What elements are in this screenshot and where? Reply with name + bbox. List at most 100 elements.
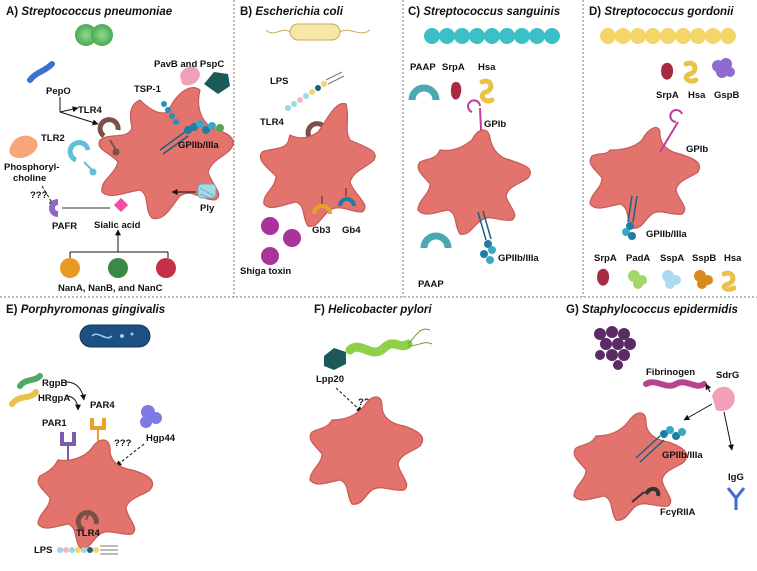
panel-dividers xyxy=(0,0,757,298)
gspb-label: GspB xyxy=(714,90,739,101)
tsp1-beads-icon xyxy=(161,101,179,125)
rod-bacterium-icon-e xyxy=(79,324,151,348)
phosphorylcholine-icon xyxy=(9,135,38,158)
srpa-protein-icon-c xyxy=(450,81,462,100)
platelet-cell-c xyxy=(417,129,531,235)
phosphorylcholine-label-2: choline xyxy=(13,173,46,184)
tlr4-label-e: TLR4 xyxy=(76,528,100,539)
platelet-cell-b xyxy=(259,103,376,227)
sspb-label: SspB xyxy=(692,253,716,264)
panel-b-title: B) Escherichia coli xyxy=(240,6,344,18)
sialic-acid-label: Sialic acid xyxy=(94,220,141,231)
par1-receptor-icon xyxy=(60,432,76,462)
streptococcus-chain-icon-c xyxy=(424,28,560,44)
panel-g: G) Staphylococcus epidermidis Fibrinogen… xyxy=(566,304,746,521)
gpiib-iiia-receptor-icon xyxy=(159,120,224,155)
pavb-pspc-label: PavB and PspC xyxy=(154,59,224,70)
panel-a-title: A) Streptococcus pneumoniae xyxy=(6,6,173,18)
gpib-label-d: GPIb xyxy=(686,144,708,155)
unknown-mark-a: ??? xyxy=(30,190,48,201)
gb3-receptor-icon xyxy=(312,196,332,215)
tlr4-receptor-icon-e xyxy=(75,509,99,533)
tlr2-receptor-icon xyxy=(67,140,97,176)
unknown-mark-e: ??? xyxy=(114,438,132,449)
platelet-cell-e xyxy=(37,439,154,549)
sspa-protein-icon xyxy=(662,270,681,289)
pavb-pspc-icon xyxy=(180,66,230,94)
hsa-label-c: Hsa xyxy=(478,62,496,73)
panel-f: F) Helicobacter pylori Lpp20 ??? xyxy=(309,304,433,505)
lpp20-label: Lpp20 xyxy=(316,374,344,385)
phosphorylcholine-label-1: Phosphoryl- xyxy=(4,162,59,173)
pafr-receptor-icon xyxy=(49,199,59,217)
tlr4-label-b: TLR4 xyxy=(260,117,284,128)
gspb-protein-icon xyxy=(712,58,735,78)
paap-label: PAAP xyxy=(410,62,436,73)
staphylococcus-cluster-icon xyxy=(594,326,636,370)
tlr2-label: TLR2 xyxy=(41,133,65,144)
hsa-protein-icon-d2 xyxy=(721,270,737,292)
srpa-label-d2: SrpA xyxy=(594,253,617,264)
pepo-label: PepO xyxy=(46,86,71,97)
srpa-label-c: SrpA xyxy=(442,62,465,73)
shiga-toxin-label: Shiga toxin xyxy=(240,266,291,277)
tlr4-receptor-icon xyxy=(97,117,121,156)
panel-c-title: C) Streptococcus sanguinis xyxy=(408,6,560,18)
hsa-label-d2: Hsa xyxy=(724,253,742,264)
lps-label-b: LPS xyxy=(270,76,288,87)
srpa-label-d: SrpA xyxy=(656,90,679,101)
rgpb-label: RgpB xyxy=(42,378,67,389)
panel-c: C) Streptococcus sanguinis PAAP SrpA Hsa… xyxy=(408,6,560,290)
gpiib-iiia-receptor-icon-c xyxy=(477,210,496,264)
shiga-toxin-icon xyxy=(261,217,301,265)
pepo-protein-icon xyxy=(27,61,55,83)
platelet-cell-f xyxy=(309,396,424,505)
igg-label: IgG xyxy=(728,472,744,483)
hrgpa-protein-icon xyxy=(9,389,39,407)
gpiib-iiia-receptor-icon-g xyxy=(635,426,686,463)
pada-label: PadA xyxy=(626,253,650,264)
panel-g-title: G) Staphylococcus epidermidis xyxy=(566,304,738,316)
hsa-protein-icon-c xyxy=(479,78,495,104)
sdrg-label: SdrG xyxy=(716,370,739,381)
panel-e-title: E) Porphyromonas gingivalis xyxy=(6,304,165,316)
spiral-bacterium-icon xyxy=(345,328,433,357)
par1-label: PAR1 xyxy=(42,418,67,429)
hsa-protein-icon-d xyxy=(683,60,699,84)
lps-label-e: LPS xyxy=(34,545,52,556)
tsp1-label: TSP-1 xyxy=(134,84,162,95)
hsa-label-d: Hsa xyxy=(688,90,706,101)
hgp44-label: Hgp44 xyxy=(146,433,176,444)
gpiib-iiia-receptor-icon-d xyxy=(622,195,638,240)
panel-a: A) Streptococcus pneumoniae PepO TLR4 TL… xyxy=(4,6,234,294)
panel-f-title: F) Helicobacter pylori xyxy=(314,304,432,316)
nan-enzymes-icon xyxy=(60,258,176,278)
pada-protein-icon xyxy=(628,270,647,289)
sialic-acid-icon xyxy=(113,197,129,213)
lpp20-protein-icon xyxy=(324,348,346,370)
gpib-receptor-icon-d xyxy=(659,109,683,153)
panel-b: B) Escherichia coli LPS TLR4 xyxy=(240,6,376,277)
fcyriia-label: FcγRIIA xyxy=(660,507,696,518)
srpa-protein-icon-d xyxy=(661,62,674,80)
platelet-cell-d xyxy=(589,126,701,229)
ply-toxin-icon xyxy=(197,183,217,199)
hgp44-protein-icon xyxy=(140,405,162,428)
diplococcus-icon xyxy=(75,24,113,46)
paap-protein-icon-2 xyxy=(420,232,452,249)
lps-chain-icon-e xyxy=(57,545,118,555)
ply-label: Ply xyxy=(200,203,215,214)
paap-protein-icon xyxy=(408,84,440,101)
streptococcus-chain-icon-d xyxy=(600,28,736,44)
paap-label-2: PAAP xyxy=(418,279,444,290)
sspa-label: SspA xyxy=(660,253,684,264)
rgpb-protein-icon xyxy=(17,373,43,389)
panel-d: D) Streptococcus gordonii SrpA Hsa GspB … xyxy=(589,6,742,292)
gpiib-iiia-label-g: GPIIb/IIIa xyxy=(662,450,703,461)
fcyriia-receptor-icon xyxy=(631,487,661,503)
gpiib-iiia-label-a: GPIIb/IIIa xyxy=(178,140,219,151)
gb3-label: Gb3 xyxy=(312,225,330,236)
gpib-label-c: GPIb xyxy=(484,119,506,130)
sdrg-protein-icon xyxy=(712,386,735,412)
